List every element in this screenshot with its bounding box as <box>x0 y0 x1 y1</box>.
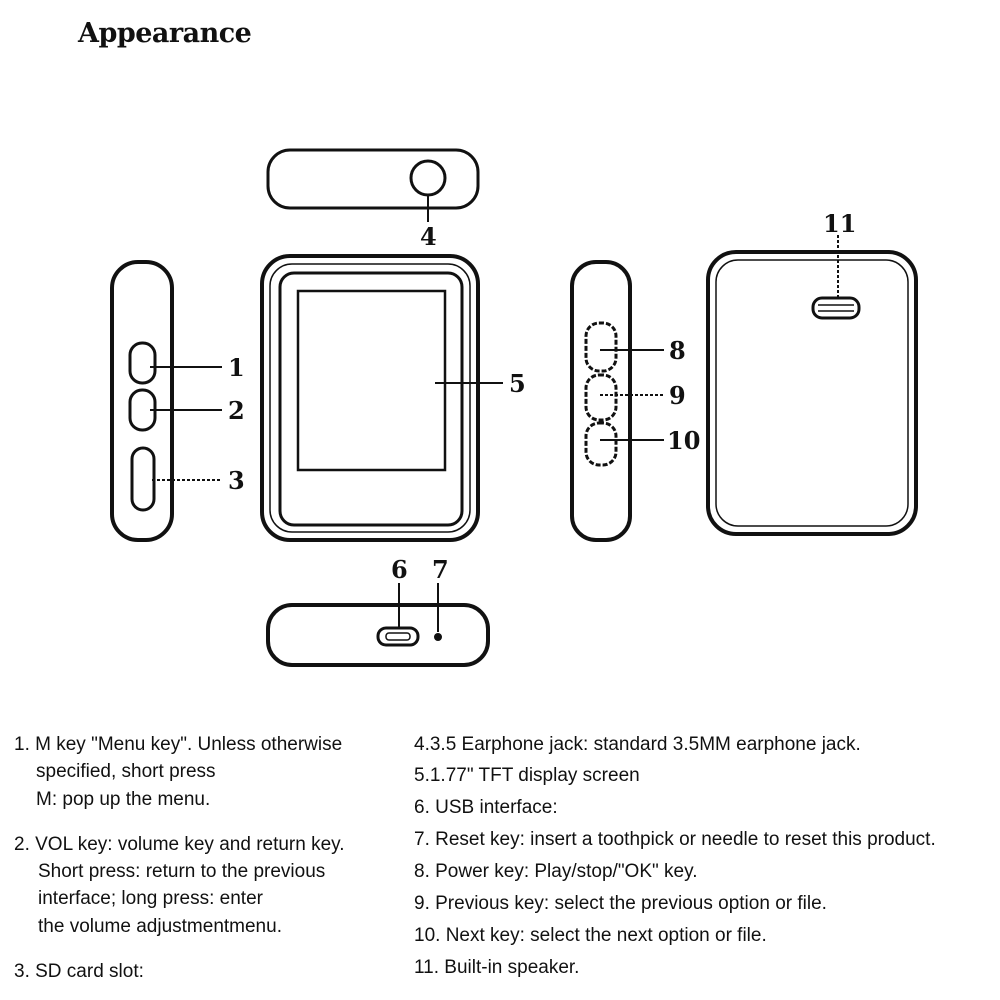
earphone-jack <box>409 159 447 197</box>
right-side-view <box>570 260 664 542</box>
desc-4: 4.3.5 Earphone jack: standard 3.5MM earp… <box>414 734 861 755</box>
callout-6: 6 <box>391 555 408 584</box>
m-key <box>128 341 157 385</box>
next-key <box>584 421 618 467</box>
callout-11: 11 <box>823 209 856 238</box>
top-view <box>266 148 480 222</box>
desc-1-line-3: M: pop up the menu. <box>36 789 211 810</box>
sd-card-slot <box>130 446 156 512</box>
desc-1-line-1: 1. M key "Menu key". Unless otherwise <box>14 734 343 755</box>
desc-7: 7. Reset key: insert a toothpick or need… <box>414 829 936 850</box>
display-screen <box>296 289 447 472</box>
desc-2-line-4: the volume adjustmentmenu. <box>38 916 282 937</box>
callout-1: 1 <box>228 353 245 382</box>
callout-3: 3 <box>228 466 245 495</box>
front-view <box>260 254 503 542</box>
desc-10: 10. Next key: select the next option or … <box>414 925 767 946</box>
desc-2-line-2: Short press: return to the previous <box>38 861 326 882</box>
device-diagram: 1 2 3 4 5 6 7 8 9 10 11 <box>110 148 918 667</box>
left-side-view <box>110 260 222 542</box>
callout-8: 8 <box>669 336 686 365</box>
desc-11: 11. Built-in speaker. <box>414 957 580 978</box>
bottom-view <box>266 583 490 667</box>
desc-8: 8. Power key: Play/stop/"OK" key. <box>414 861 698 882</box>
page-title: Appearance <box>78 18 252 49</box>
callout-2: 2 <box>228 396 245 425</box>
desc-3-line-1: 3. SD card slot: <box>14 961 144 982</box>
desc-6: 6. USB interface: <box>414 797 558 818</box>
back-view <box>706 235 918 536</box>
desc-2-line-1: 2. VOL key: volume key and return key. <box>14 834 345 855</box>
callout-9: 9 <box>669 381 686 410</box>
desc-9: 9. Previous key: select the previous opt… <box>414 893 827 914</box>
callout-4: 4 <box>420 222 437 251</box>
desc-2-line-3: interface; long press: enter <box>38 888 263 909</box>
power-key <box>584 321 618 373</box>
speaker-grille <box>811 296 861 320</box>
usb-port <box>376 626 420 647</box>
callout-7: 7 <box>432 555 449 584</box>
callout-5: 5 <box>509 369 526 398</box>
desc-5: 5.1.77" TFT display screen <box>414 765 640 786</box>
callout-10: 10 <box>667 426 700 455</box>
previous-key <box>584 373 618 422</box>
reset-hole <box>434 633 442 641</box>
desc-1-line-2: specified, short press <box>36 761 216 782</box>
